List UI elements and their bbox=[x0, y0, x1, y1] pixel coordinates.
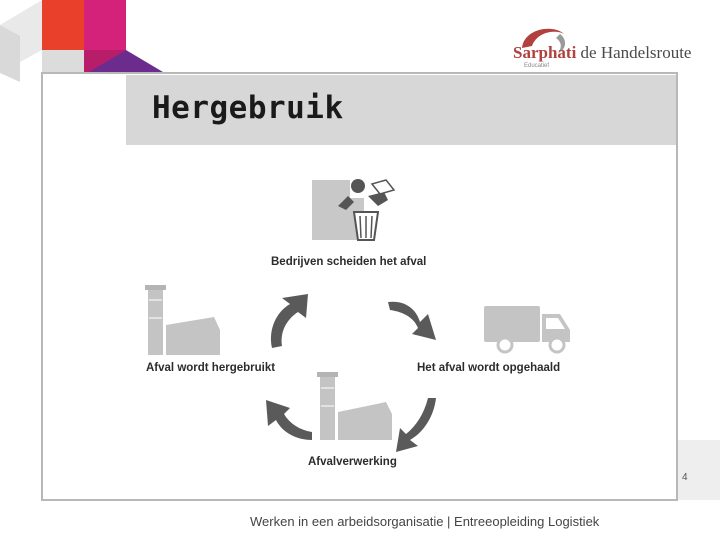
arrow-to-collect bbox=[388, 301, 436, 340]
footer-text: Werken in een arbeidsorganisatie | Entre… bbox=[250, 514, 600, 529]
slide-title: Hergebruik bbox=[152, 90, 344, 126]
logo-suffix: de Handelsroute bbox=[576, 43, 692, 62]
arrow-to-process bbox=[396, 398, 436, 452]
deco-red-cube bbox=[42, 0, 84, 50]
logo-swirl bbox=[522, 28, 566, 53]
title-band bbox=[126, 75, 676, 145]
label-process: Afvalverwerking bbox=[308, 456, 397, 468]
page-number-strip bbox=[678, 440, 720, 500]
deco-gray-side bbox=[0, 25, 20, 82]
logo-wordmark: Sarphati de Handelsroute bbox=[513, 43, 691, 63]
cycle-arrows bbox=[266, 294, 436, 452]
deco-magenta-cube bbox=[84, 0, 126, 50]
arrow-to-reuse bbox=[266, 400, 312, 440]
arrow-to-separate bbox=[270, 294, 308, 348]
truck-icon bbox=[484, 306, 570, 354]
label-reuse: Afval wordt hergebruikt bbox=[146, 362, 276, 374]
factory-icon bbox=[317, 372, 392, 440]
logo-brand: Sarphati bbox=[513, 43, 577, 62]
label-separate: Bedrijven scheiden het afval bbox=[271, 256, 427, 268]
logo-subtitle: Educatief bbox=[524, 63, 550, 69]
person-trash-icon bbox=[312, 179, 396, 241]
page-number: 4 bbox=[682, 472, 688, 483]
factory-icon bbox=[145, 285, 220, 355]
label-collect: Het afval wordt opgehaald bbox=[417, 362, 561, 374]
